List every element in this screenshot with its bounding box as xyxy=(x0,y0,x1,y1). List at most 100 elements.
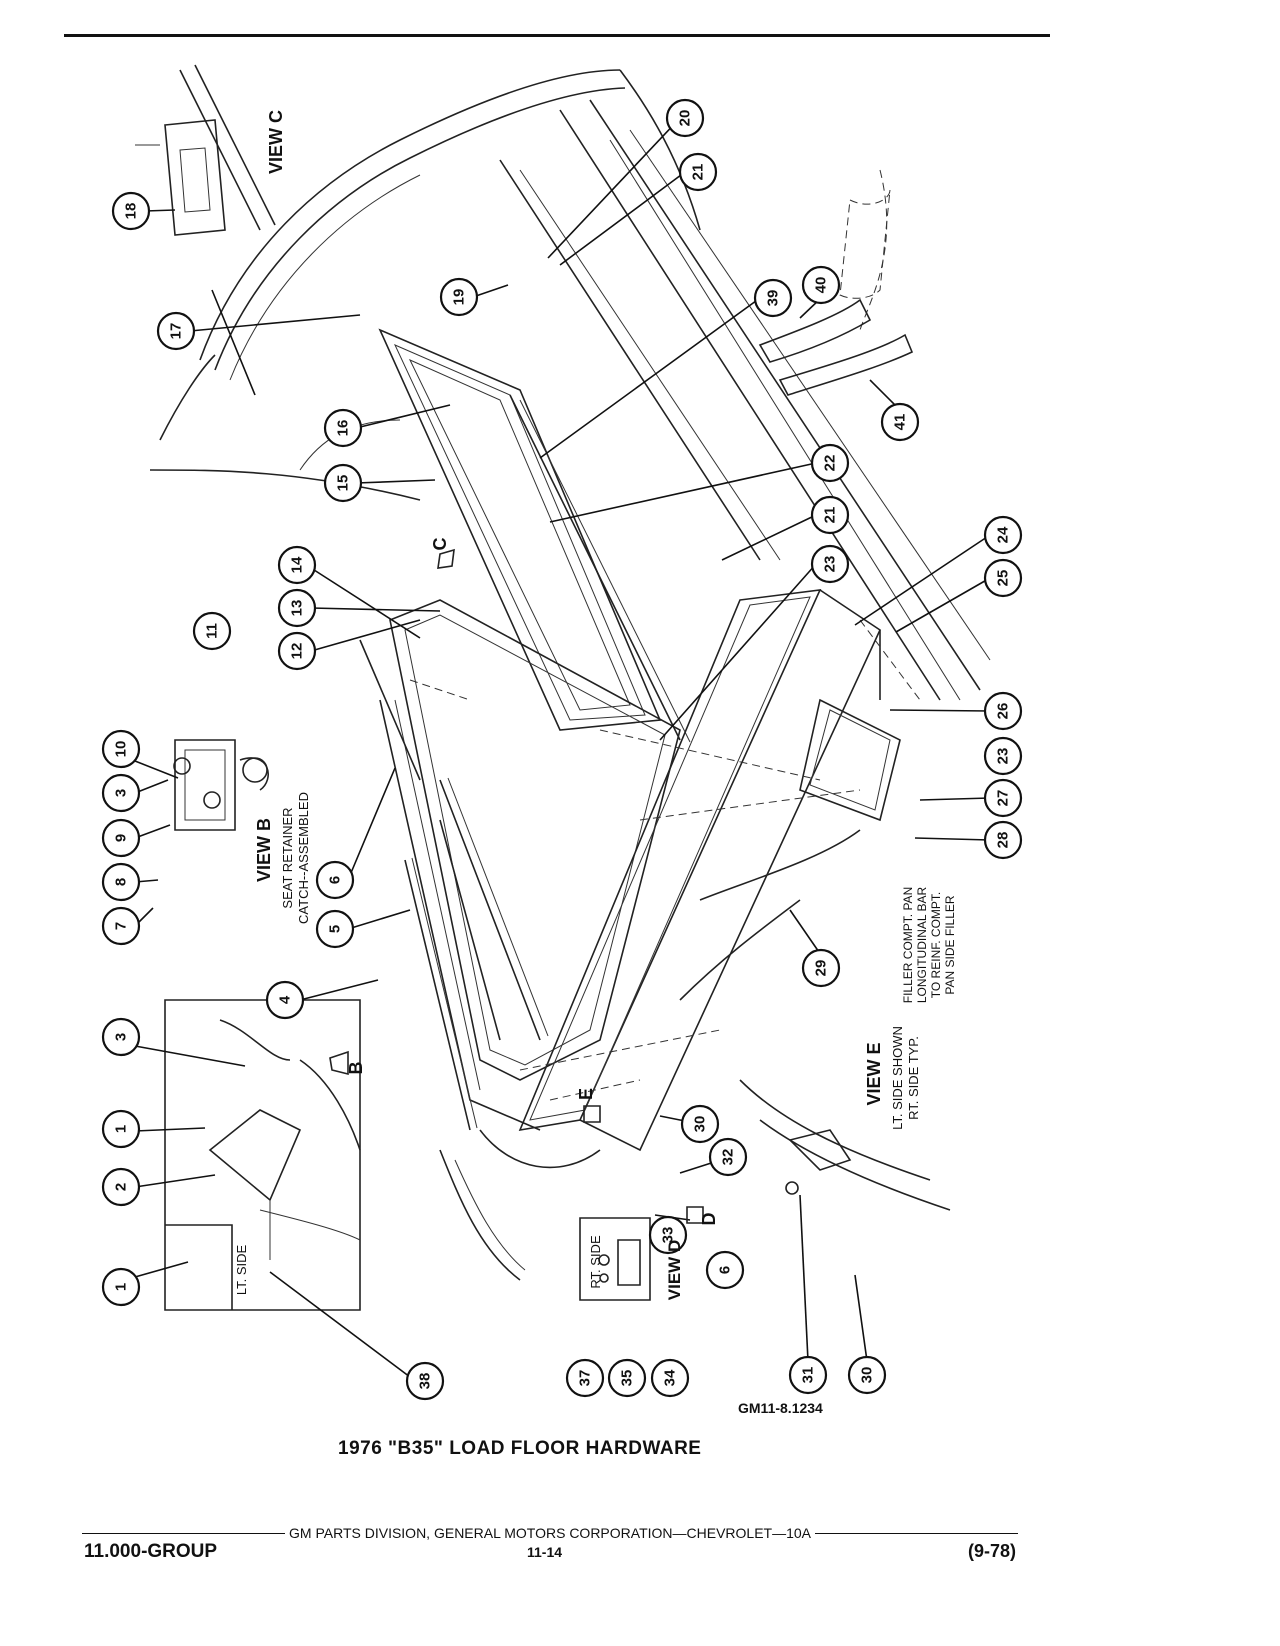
callout-41: 41 xyxy=(880,402,920,442)
callout-23: 23 xyxy=(810,544,850,584)
callout-30: 30 xyxy=(680,1104,720,1144)
footer-rule-right xyxy=(815,1532,1019,1534)
callout-34: 34 xyxy=(650,1358,690,1398)
svg-text:10: 10 xyxy=(113,741,130,758)
view-e-label: VIEW E xyxy=(864,1042,884,1105)
callout-39: 39 xyxy=(753,278,793,318)
view-d-clip xyxy=(579,1217,651,1301)
footer-publisher-line: GM PARTS DIVISION, GENERAL MOTORS CORPOR… xyxy=(82,1525,1019,1541)
view-e-filler xyxy=(739,1079,951,1211)
callout-6: 6 xyxy=(705,1250,745,1290)
svg-text:40: 40 xyxy=(813,277,830,294)
callout-28: 28 xyxy=(983,820,1023,860)
callout-8: 8 xyxy=(101,862,141,902)
svg-text:27: 27 xyxy=(995,790,1012,807)
revision-date: (9-78) xyxy=(968,1541,1017,1561)
view-c-plate xyxy=(135,64,276,236)
callout-30: 30 xyxy=(847,1355,887,1395)
view-e-caption-1: LT. SIDE SHOWN xyxy=(890,1026,905,1130)
view-b-caption-1: SEAT RETAINER xyxy=(280,807,295,908)
trim-strips-40-41 xyxy=(758,189,914,396)
svg-text:D: D xyxy=(699,1213,719,1226)
view-marker-c: C xyxy=(430,538,455,569)
svg-text:17: 17 xyxy=(168,323,185,340)
callout-23: 23 xyxy=(983,736,1023,776)
svg-text:32: 32 xyxy=(720,1149,737,1166)
lt-side-label: LT. SIDE xyxy=(234,1245,249,1296)
callout-29: 29 xyxy=(801,948,841,988)
svg-text:1: 1 xyxy=(113,1125,130,1133)
lt-side-hinge-detail xyxy=(164,999,361,1311)
svg-text:5: 5 xyxy=(327,925,344,933)
main-floor-panel xyxy=(379,599,681,1131)
svg-text:35: 35 xyxy=(619,1370,636,1387)
svg-text:25: 25 xyxy=(995,570,1012,587)
svg-text:15: 15 xyxy=(335,475,352,492)
callout-2: 2 xyxy=(101,1167,141,1207)
callout-25: 25 xyxy=(983,558,1023,598)
callouts: 1 1 2 3 3 4 5 6 6 7 8 9 10 11 12 13 14 1… xyxy=(101,98,1023,1401)
callout-14: 14 xyxy=(277,545,317,585)
svg-text:31: 31 xyxy=(800,1367,817,1384)
svg-text:6: 6 xyxy=(717,1266,734,1274)
callout-40: 40 xyxy=(801,265,841,305)
svg-text:34: 34 xyxy=(662,1369,679,1386)
svg-text:12: 12 xyxy=(289,643,306,660)
svg-text:28: 28 xyxy=(995,832,1012,849)
view-d-label: VIEW D xyxy=(665,1240,684,1300)
body-roof-arc xyxy=(149,69,701,501)
callout-11: 11 xyxy=(192,611,232,651)
compartment-pan xyxy=(679,698,901,1001)
callout-10: 10 xyxy=(101,729,141,769)
svg-text:7: 7 xyxy=(113,922,130,930)
callout-17: 17 xyxy=(156,311,196,351)
svg-text:41: 41 xyxy=(892,414,909,431)
page-number: 11-14 xyxy=(527,1544,563,1560)
svg-text:8: 8 xyxy=(113,878,130,886)
svg-text:29: 29 xyxy=(813,960,830,977)
svg-text:9: 9 xyxy=(113,834,130,842)
callout-33: 33 xyxy=(648,1215,688,1255)
svg-text:E: E xyxy=(576,1088,596,1100)
svg-text:20: 20 xyxy=(677,110,694,127)
view-b-caption-2: CATCH--ASSEMBLED xyxy=(296,792,311,924)
svg-text:16: 16 xyxy=(335,420,352,437)
callout-27: 27 xyxy=(983,778,1023,818)
svg-text:23: 23 xyxy=(822,556,839,573)
figure-title: 1976 "B35" LOAD FLOOR HARDWARE xyxy=(338,1438,702,1459)
svg-text:26: 26 xyxy=(995,703,1012,720)
callout-3: 3 xyxy=(101,1017,141,1057)
callout-12: 12 xyxy=(277,631,317,671)
footer-publisher: GM PARTS DIVISION, GENERAL MOTORS CORPOR… xyxy=(289,1525,811,1541)
view-e-caption-2: RT. SIDE TYP. xyxy=(906,1036,921,1120)
callout-1: 1 xyxy=(101,1109,141,1149)
callout-21: 21 xyxy=(678,152,718,192)
view-c-label: VIEW C xyxy=(266,110,286,174)
group-number: 11.000-GROUP xyxy=(84,1541,218,1562)
dashed-guides xyxy=(409,169,921,1101)
view-marker-b: B xyxy=(329,1050,366,1076)
svg-text:2: 2 xyxy=(113,1183,130,1191)
svg-text:39: 39 xyxy=(765,290,782,307)
callout-6: 6 xyxy=(315,860,355,900)
svg-text:38: 38 xyxy=(417,1373,434,1390)
top-rule xyxy=(64,34,1050,37)
footer-rule-left xyxy=(82,1532,286,1534)
view-b-catch xyxy=(173,739,269,831)
callout-26: 26 xyxy=(983,691,1023,731)
compartment-bar xyxy=(518,589,882,1152)
callout-7: 7 xyxy=(101,906,141,946)
svg-text:30: 30 xyxy=(859,1367,876,1384)
side-rails xyxy=(499,99,991,701)
callout-1: 1 xyxy=(101,1267,141,1307)
callout-21: 21 xyxy=(810,495,850,535)
callout-9: 9 xyxy=(101,818,141,858)
svg-text:4: 4 xyxy=(277,995,294,1004)
svg-text:18: 18 xyxy=(123,203,140,220)
callout-15: 15 xyxy=(323,463,363,503)
note-line-4: PAN SIDE FILLER xyxy=(943,895,957,994)
note-line-1: FILLER COMPT. PAN xyxy=(901,887,915,1003)
callout-24: 24 xyxy=(983,515,1023,555)
